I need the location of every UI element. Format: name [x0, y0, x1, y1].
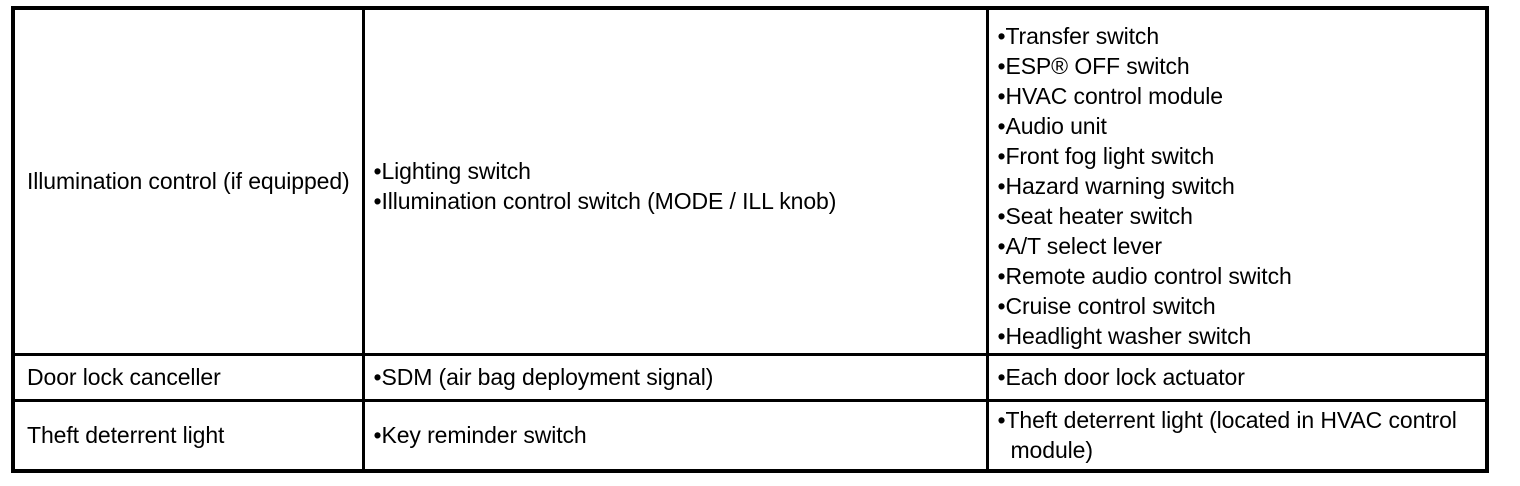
list-item: Cruise control switch — [998, 291, 1476, 321]
list-item: HVAC control module — [998, 81, 1476, 111]
input-signal-list: SDM (air bag deployment signal) — [374, 362, 976, 392]
table-row: Illumination control (if equipped) Light… — [13, 8, 1487, 354]
component-signal-table: Illumination control (if equipped) Light… — [11, 6, 1489, 473]
list-item: Transfer switch — [998, 21, 1476, 51]
list-item: Hazard warning switch — [998, 171, 1476, 201]
cell-component-name: Illumination control (if equipped) — [13, 8, 363, 354]
cell-output-components: Each door lock actuator — [987, 352, 1487, 400]
list-item: ESP® OFF switch — [998, 51, 1476, 81]
output-component-list: Theft deterrent light (located in HVAC c… — [998, 405, 1476, 465]
component-name-text: Illumination control (if equipped) — [27, 168, 350, 195]
cell-output-components: Theft deterrent light (located in HVAC c… — [987, 398, 1487, 471]
input-signal-list: Lighting switch Illumination control swi… — [374, 156, 976, 216]
cell-input-signals: SDM (air bag deployment signal) — [363, 352, 987, 400]
list-item: Illumination control switch (MODE / ILL … — [374, 186, 976, 216]
list-item: A/T select lever — [998, 231, 1476, 261]
list-item: Each door lock actuator — [998, 362, 1476, 392]
cell-component-name: Theft deterrent light — [13, 398, 363, 471]
cell-input-signals: Key reminder switch — [363, 398, 987, 471]
component-name-text: Door lock canceller — [27, 364, 221, 390]
list-item: Theft deterrent light (located in HVAC c… — [998, 405, 1476, 465]
table-row: Door lock canceller SDM (air bag deploym… — [13, 352, 1487, 400]
table-row: Theft deterrent light Key reminder switc… — [13, 398, 1487, 471]
cell-input-signals: Lighting switch Illumination control swi… — [363, 8, 987, 354]
list-item: Audio unit — [998, 111, 1476, 141]
list-item: Remote audio control switch — [998, 261, 1476, 291]
list-item: Key reminder switch — [374, 420, 976, 450]
cell-output-components: Transfer switch ESP® OFF switch HVAC con… — [987, 8, 1487, 354]
list-item: Seat heater switch — [998, 201, 1476, 231]
table-body: Illumination control (if equipped) Light… — [13, 8, 1487, 471]
output-component-list: Transfer switch ESP® OFF switch HVAC con… — [998, 21, 1476, 351]
component-name-text: Theft deterrent light — [27, 422, 225, 449]
output-component-list: Each door lock actuator — [998, 362, 1476, 392]
list-item: Headlight washer switch — [998, 321, 1476, 351]
list-item: SDM (air bag deployment signal) — [374, 362, 976, 392]
input-signal-list: Key reminder switch — [374, 420, 976, 450]
list-item: Front fog light switch — [998, 141, 1476, 171]
list-item: Lighting switch — [374, 156, 976, 186]
cell-component-name: Door lock canceller — [13, 352, 363, 400]
